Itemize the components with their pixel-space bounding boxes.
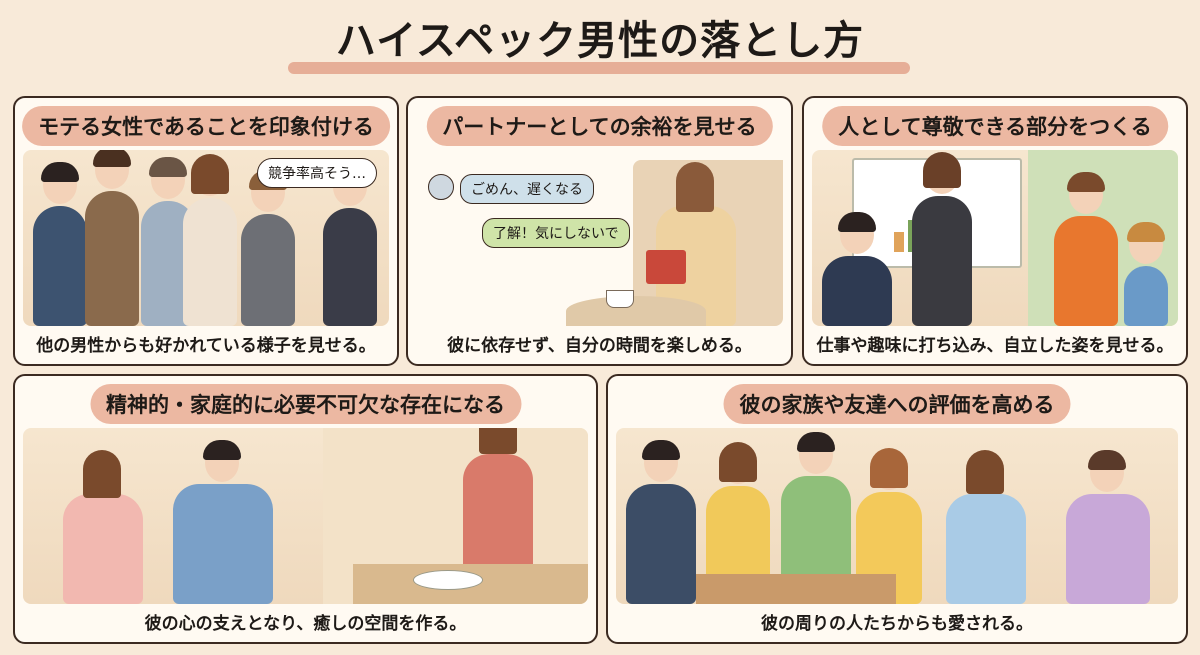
woman-presenter [912,152,972,326]
man-figure [323,164,377,326]
panel-heading: 彼の家族や友達への評価を高める [723,384,1071,424]
panel-family-friends: 彼の家族や友達への評価を高める 彼の周りの人たちからも愛される。 [606,374,1188,644]
illustration-party: 競争率高そう… [23,150,389,326]
book-icon [646,250,686,284]
bbq-table [696,574,896,604]
panel-caption: 彼の周りの人たちからも愛される。 [761,614,1033,634]
child-figure [1124,222,1168,326]
thought-bubble: 競争率高そう… [257,158,377,188]
woman-figure [946,450,1026,604]
table [566,296,706,326]
chat-message-him: ごめん、遅くなる [460,174,594,204]
title-underline [288,62,910,74]
panel-respect: 人として尊敬できる部分をつくる 仕事や趣味に打ち込み、自立した姿を見せる。 [802,96,1188,366]
panel-popular: モテる女性であることを印象付ける 競争率高そう… 他の男性からも好かれている様子… [13,96,399,366]
woman-listening [63,450,143,604]
chat-message-her: 了解！気にしないで [482,218,630,248]
panel-caption: 彼に依存せず、自分の時間を楽しめる。 [447,336,752,356]
page-title: ハイスペック男性の落とし方 [335,18,865,64]
woman-volunteer [1054,172,1118,326]
man-figure [33,162,87,326]
illustration-gathering [616,428,1178,604]
panel-caption: 彼の心の支えとなり、癒しの空間を作る。 [144,614,467,634]
panel-composure: パートナーとしての余裕を見せる ごめん、遅くなる 了解！気にしないで 彼に依存せ… [406,96,793,366]
panel-heading: パートナーとしての余裕を見せる [426,106,773,146]
title-area: ハイスペック男性の落とし方 [0,8,1200,66]
man-figure [626,440,696,604]
illustration-home [23,428,588,604]
avatar [428,174,454,200]
mother-figure [1066,450,1150,604]
illustration-work-volunteer [812,150,1178,326]
dish [413,570,483,590]
panel-heading: 精神的・家庭的に必要不可欠な存在になる [90,384,521,424]
man-figure [241,170,295,326]
panel-caption: 仕事や趣味に打ち込み、自立した姿を見せる。 [816,336,1174,356]
man-figure [85,150,139,326]
woman-figure [183,154,237,326]
coffee-cup-icon [606,290,634,308]
man-thinking [173,440,273,604]
panel-heading: 人として尊敬できる部分をつくる [822,106,1168,146]
illustration-cafe: ごめん、遅くなる 了解！気にしないで [416,150,783,326]
panel-caption: 他の男性からも好かれている様子を見せる。 [36,336,376,356]
man-figure [822,212,892,326]
panel-heading: モテる女性であることを印象付ける [22,106,390,146]
panel-essential: 精神的・家庭的に必要不可欠な存在になる 彼の心の支えとなり、癒しの空間を作る。 [13,374,598,644]
